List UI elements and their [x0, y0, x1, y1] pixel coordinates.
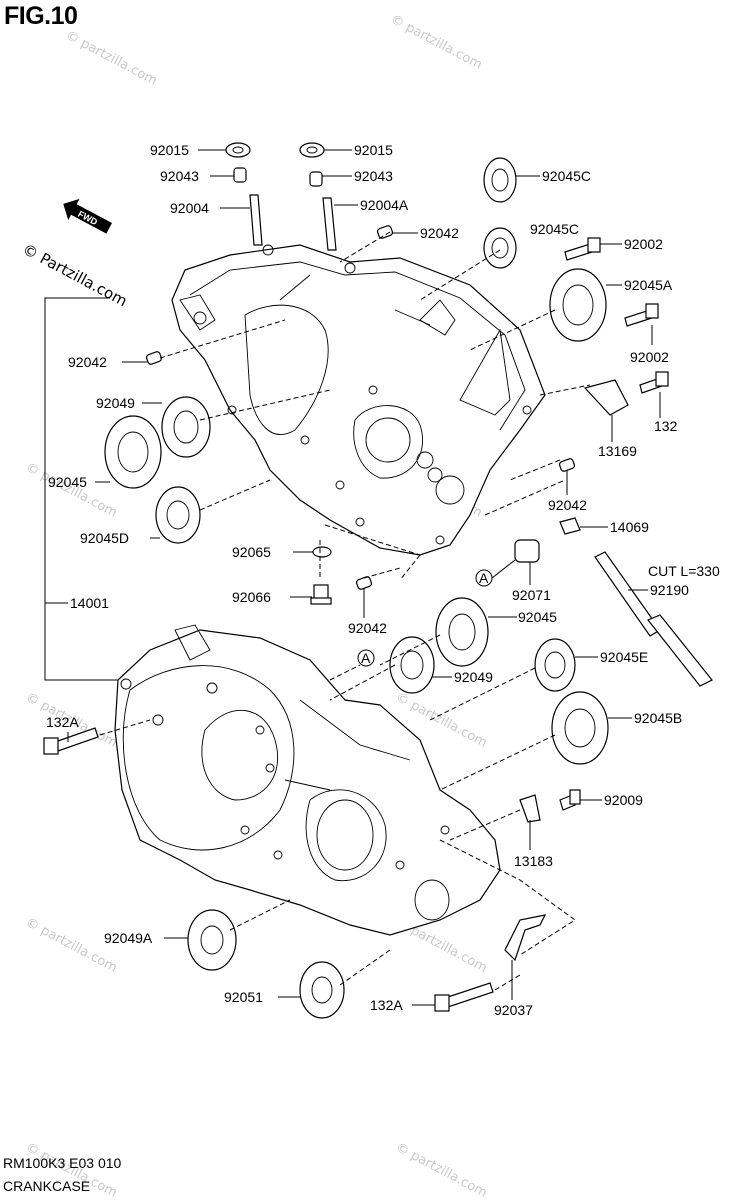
label-92002: 92002	[624, 236, 663, 252]
label-132a: 132A	[46, 714, 79, 730]
label-92065: 92065	[232, 544, 271, 560]
upper-crankcase	[171, 244, 546, 556]
marker-a: A	[479, 570, 489, 586]
label-13169: 13169	[598, 443, 637, 459]
label-92045: 92045	[518, 609, 557, 625]
cut-note: CUT L=330	[648, 563, 720, 579]
label-92190: 92190	[650, 582, 689, 598]
label-132: 132	[654, 418, 678, 434]
marker-a-circle	[357, 649, 375, 667]
label-92004: 92004	[170, 200, 209, 216]
label-92002: 92002	[630, 349, 669, 365]
label-92042: 92042	[68, 354, 107, 370]
label-14001: 14001	[70, 595, 109, 611]
figure-title: FIG.10	[4, 2, 78, 30]
label-92042: 92042	[548, 497, 587, 513]
label-92051: 92051	[224, 989, 263, 1005]
leader-lines	[44, 149, 661, 1006]
label-92049: 92049	[454, 669, 493, 685]
label-92045: 92045	[48, 474, 87, 490]
label-92045c: 92045C	[530, 221, 579, 237]
label-92043: 92043	[354, 168, 393, 184]
label-92042: 92042	[420, 225, 459, 241]
lower-crankcase	[114, 624, 501, 936]
part-labels: 92015 92015 92043 92043 92004 92004A 920…	[46, 142, 720, 1018]
label-92049: 92049	[96, 395, 135, 411]
fwd-arrow-icon: FWD	[63, 198, 113, 234]
label-92045b: 92045B	[634, 710, 682, 726]
label-92066: 92066	[232, 589, 271, 605]
label-92071: 92071	[512, 587, 551, 603]
label-92009: 92009	[604, 792, 643, 808]
label-92045c: 92045C	[542, 168, 591, 184]
label-92045a: 92045A	[624, 277, 673, 293]
label-13183: 13183	[514, 853, 553, 869]
label-92015: 92015	[150, 142, 189, 158]
parts	[43, 142, 713, 1019]
label-132a: 132A	[370, 997, 403, 1013]
marker-a: A	[361, 650, 371, 666]
label-92037: 92037	[494, 1002, 533, 1018]
label-92015: 92015	[354, 142, 393, 158]
footer-code: RM100K3 E03 010	[3, 1155, 122, 1171]
label-92042: 92042	[348, 620, 387, 636]
footer-name: CRANKCASE	[3, 1178, 91, 1194]
assembly-lines	[99, 231, 591, 991]
label-92045d: 92045D	[80, 530, 129, 546]
label-92045e: 92045E	[600, 649, 648, 665]
label-14069: 14069	[610, 519, 649, 535]
label-92043: 92043	[160, 168, 199, 184]
label-92004a: 92004A	[360, 197, 409, 213]
label-92049a: 92049A	[104, 930, 153, 946]
